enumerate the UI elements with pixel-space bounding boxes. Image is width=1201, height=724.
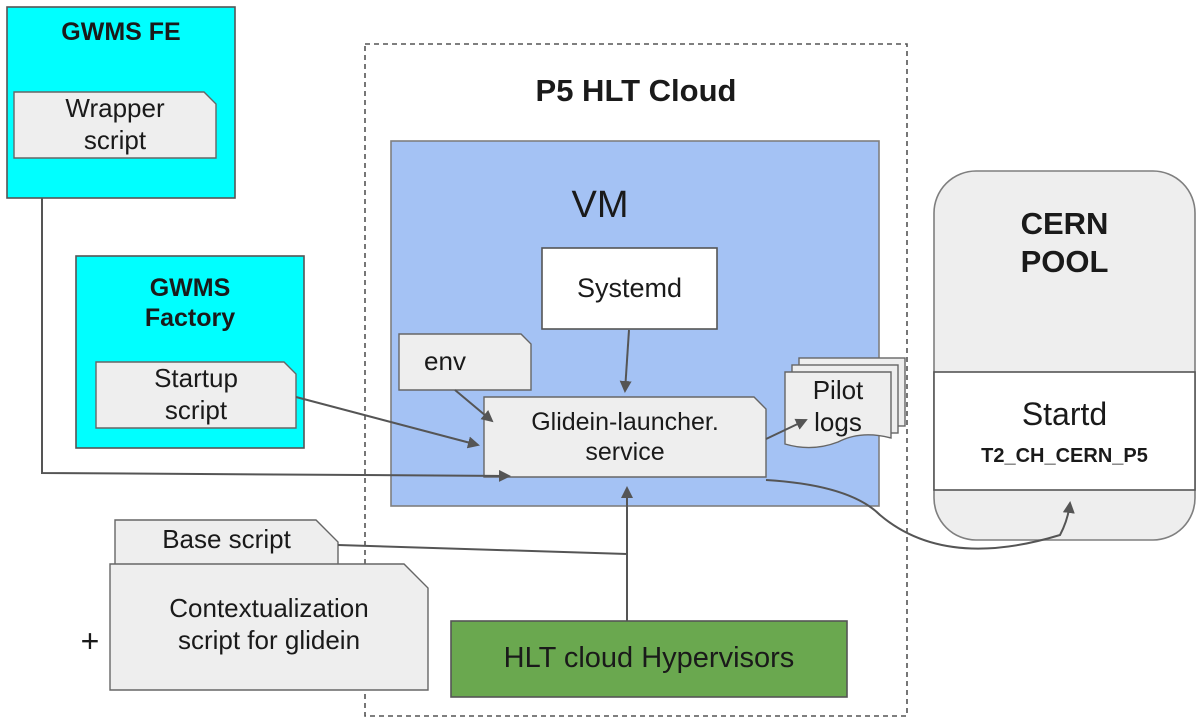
systemd-label: Systemd [576,273,683,304]
launcher-service-label: Glidein-launcher. service [531,407,719,467]
pilot-logs-stack [784,357,906,449]
launcher-to-startd-arrow [765,479,1075,550]
launcher-service-doc [483,396,767,478]
startd-site-label: T2_CH_CERN_P5 [981,444,1148,467]
env-to-launcher-arrow [454,389,494,423]
systemd-box [541,247,718,330]
wrapper-script-doc [13,91,217,159]
env-doc [398,333,532,391]
base-script-label: Base script [162,524,291,555]
hypervisors-label: HLT cloud Hypervisors [503,642,795,675]
base-script-doc [114,519,339,567]
gwms-fe-title: GWMS FE [61,17,181,46]
plus-sign: + [80,623,100,660]
pilot-logs-label: Pilot logs [812,375,864,437]
contextualization-doc [109,563,429,691]
startup-script-doc [95,361,297,429]
startup-script-label: Startup script [154,363,238,425]
launcher-to-pilot-logs-arrow [765,418,808,440]
hlt-cloud-container [364,43,908,717]
hypervisors-box [450,620,848,698]
gwms-factory-title: GWMS Factory [144,273,236,333]
vm-title: VM [571,183,629,226]
startd-label: Startd [1021,396,1108,433]
fe-to-launcher-arrow [41,198,511,482]
hlt-cloud-title: P5 HLT Cloud [535,73,737,109]
cern-pool-title: CERN POOL [1020,206,1109,279]
startd-box [933,371,1196,491]
contextualization-label: Contextualization script for glidein [169,593,369,655]
base-script-line [337,544,628,555]
systemd-to-launcher-arrow [619,329,632,393]
startup-to-launcher-arrow [295,396,480,449]
wrapper-script-label: Wrapper script [65,93,165,155]
env-label: env [424,346,466,377]
